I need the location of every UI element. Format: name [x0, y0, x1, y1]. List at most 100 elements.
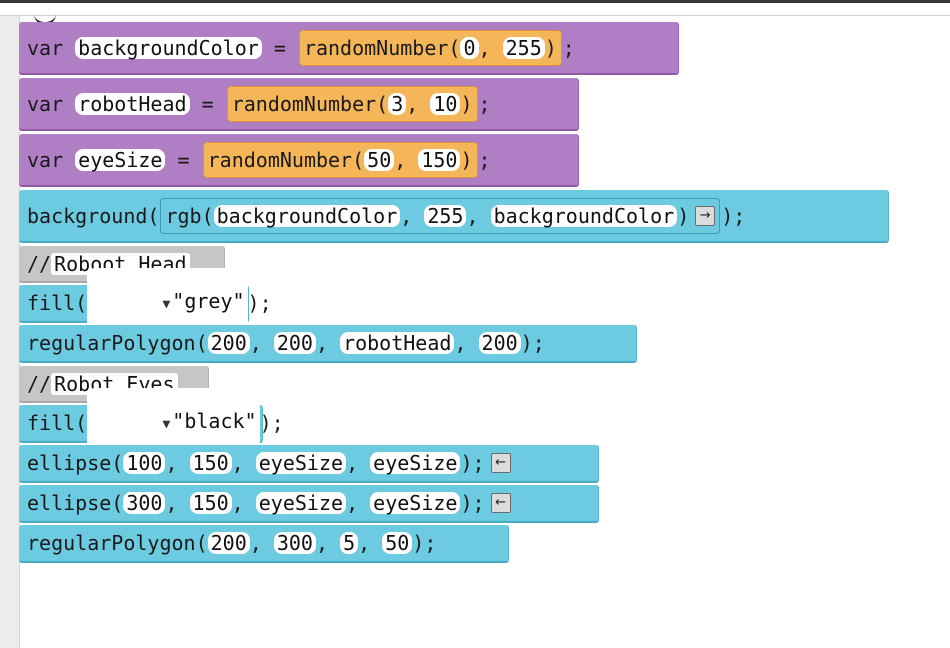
random-number-block[interactable]: randomNumber( 50 , 150 ) [202, 141, 478, 178]
arg-separator: , [231, 451, 244, 475]
arg-separator: , [249, 531, 262, 555]
height-arg-field[interactable]: eyeSize [370, 452, 461, 474]
arg-separator: , [358, 531, 371, 555]
color-value: "grey" [172, 289, 245, 313]
x-arg-field[interactable]: 200 [207, 532, 250, 554]
var-block-robothead[interactable]: var robotHead = randomNumber( 3 , 10 ) ; [19, 78, 579, 131]
equals-sign: = [177, 147, 190, 172]
x-arg-field[interactable]: 300 [123, 492, 166, 514]
equals-sign: = [201, 91, 214, 116]
arg-separator: , [315, 331, 329, 355]
close-paren-semicolon: ); [721, 203, 746, 228]
fill-block-black[interactable]: fill( ▼"black" ); [19, 388, 284, 458]
dropdown-arrow-icon: ▼ [162, 417, 171, 432]
max-arg-field[interactable]: 10 [430, 92, 461, 115]
max-arg-field[interactable]: 255 [502, 36, 545, 59]
arg-separator: , [249, 331, 262, 355]
function-name: fill( [27, 411, 88, 435]
color-value: "black" [172, 409, 257, 433]
arg-separator: , [346, 451, 359, 475]
close-paren-semicolon: ); [259, 411, 284, 435]
arg-separator: , [231, 491, 244, 515]
y-arg-field[interactable]: 200 [273, 332, 316, 354]
sides-arg-field[interactable]: robotHead [340, 332, 455, 354]
equals-sign: = [273, 35, 286, 60]
close-paren-semicolon: ); [247, 291, 272, 315]
arg-separator: , [406, 91, 419, 116]
arg-separator: , [400, 203, 413, 228]
comment-slashes: // [27, 371, 52, 396]
function-name: regularPolygon( [27, 531, 208, 555]
random-number-block[interactable]: randomNumber( 0 , 255 ) [298, 29, 562, 66]
rgb-block[interactable]: rgb( backgroundColor , 255 , backgroundC… [160, 197, 721, 234]
var-keyword: var [27, 147, 64, 172]
close-paren-semicolon: ); [460, 491, 485, 515]
close-paren-semicolon: ); [412, 531, 437, 555]
y-arg-field[interactable]: 300 [273, 532, 316, 554]
var-block-backgroundcolor[interactable]: var backgroundColor = randomNumber( 0 , … [19, 22, 679, 75]
sides-arg-field[interactable]: 5 [340, 532, 359, 554]
variable-name-field[interactable]: robotHead [75, 92, 190, 115]
width-arg-field[interactable]: eyeSize [255, 492, 347, 514]
regular-polygon-block-head[interactable]: regularPolygon( 200 , 200 , robotHead , … [19, 325, 637, 363]
function-name: ellipse( [27, 451, 124, 475]
close-paren-semicolon: ); [520, 331, 545, 355]
function-name: randomNumber( [231, 91, 389, 116]
collapse-arguments-icon[interactable]: ← [490, 493, 511, 513]
min-arg-field[interactable]: 0 [460, 36, 479, 59]
arg-separator: , [165, 491, 178, 515]
function-name: background( [27, 203, 160, 228]
function-name: randomNumber( [207, 147, 365, 172]
y-arg-field[interactable]: 150 [189, 452, 232, 474]
arg-separator: , [394, 147, 407, 172]
comment-slashes: // [27, 251, 52, 276]
x-arg-field[interactable]: 200 [207, 332, 250, 354]
min-arg-field[interactable]: 3 [388, 92, 407, 115]
function-name: randomNumber( [303, 35, 461, 60]
ellipse-block-left-eye[interactable]: ellipse( 100 , 150 , eyeSize , eyeSize )… [19, 445, 599, 483]
regular-polygon-block-mouth[interactable]: regularPolygon( 200 , 300 , 5 , 50 ); [19, 525, 509, 563]
close-paren-semicolon: ); [460, 451, 485, 475]
close-paren: ) [544, 35, 557, 60]
toolbar-divider [0, 15, 950, 16]
arg-separator: , [454, 331, 467, 355]
arg-separator: , [165, 451, 178, 475]
green-arg-field[interactable]: 255 [424, 204, 467, 227]
expand-arguments-icon[interactable]: → [695, 205, 716, 226]
background-block[interactable]: background( rgb( backgroundColor , 255 ,… [19, 190, 889, 243]
function-name: fill( [27, 291, 88, 315]
ellipse-block-right-eye[interactable]: ellipse( 300 , 150 , eyeSize , eyeSize )… [19, 485, 599, 523]
collapse-arguments-icon[interactable]: ← [490, 453, 511, 473]
height-arg-field[interactable]: eyeSize [370, 492, 461, 514]
arg-separator: , [315, 531, 329, 555]
arg-separator: , [478, 35, 491, 60]
dropdown-arrow-icon: ▼ [162, 297, 171, 312]
arg-separator: , [466, 203, 479, 228]
close-paren: ) [460, 147, 473, 172]
close-paren: ) [677, 203, 690, 228]
semicolon: ; [478, 91, 491, 116]
function-name: regularPolygon( [27, 331, 208, 355]
close-paren: ) [460, 91, 473, 116]
max-arg-field[interactable]: 150 [418, 148, 461, 171]
variable-name-field[interactable]: backgroundColor [75, 36, 262, 59]
y-arg-field[interactable]: 150 [189, 492, 232, 514]
fill-block-grey[interactable]: fill( ▼"grey" ); [19, 268, 272, 338]
function-name: ellipse( [27, 491, 124, 515]
x-arg-field[interactable]: 100 [123, 452, 166, 474]
size-arg-field[interactable]: 200 [478, 332, 521, 354]
random-number-block[interactable]: randomNumber( 3 , 10 ) [226, 85, 478, 122]
var-keyword: var [27, 91, 64, 116]
semicolon: ; [562, 35, 575, 60]
size-arg-field[interactable]: 50 [382, 532, 413, 554]
arg-separator: , [346, 491, 359, 515]
rgb-function-name: rgb( [165, 203, 214, 228]
red-arg-field[interactable]: backgroundColor [213, 204, 401, 227]
semicolon: ; [478, 147, 491, 172]
variable-name-field[interactable]: eyeSize [75, 148, 166, 171]
blue-arg-field[interactable]: backgroundColor [490, 204, 678, 227]
width-arg-field[interactable]: eyeSize [255, 452, 347, 474]
min-arg-field[interactable]: 50 [364, 148, 395, 171]
var-block-eyesize[interactable]: var eyeSize = randomNumber( 50 , 150 ) ; [19, 134, 579, 187]
